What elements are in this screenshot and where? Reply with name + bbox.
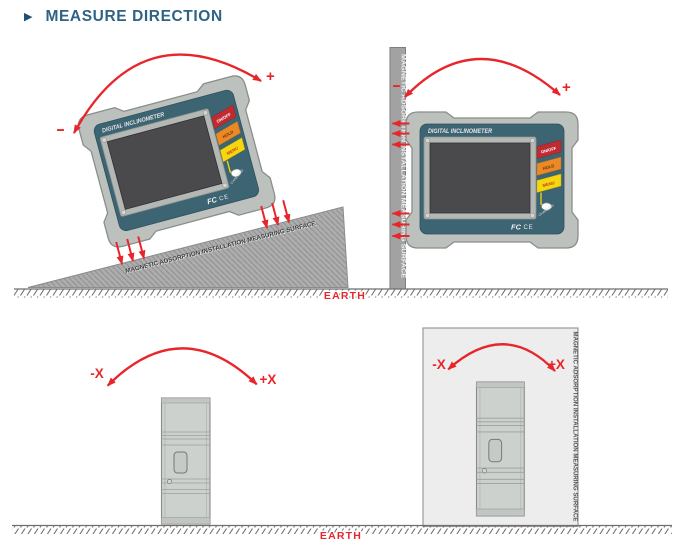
free-standing-cabinet — [160, 397, 211, 525]
plus-label: + — [562, 79, 571, 96]
plus-label: + — [266, 68, 275, 85]
plus-x-label: +X — [548, 357, 565, 372]
tilted-inclinometer — [75, 72, 278, 251]
minus-x-label: -X — [90, 366, 104, 381]
lower-ground: EARTH — [12, 524, 672, 544]
rotation-arc — [404, 57, 561, 98]
ground-hatching — [12, 526, 672, 534]
page-title: MEASURE DIRECTION — [45, 8, 223, 25]
vertical-surface-diagram: MAGNETIC ADSORPTION INSTALLATION MEASURI… — [389, 47, 579, 290]
rotation-arc — [447, 343, 556, 372]
plus-x-label: +X — [260, 372, 277, 387]
plate-mounted-cabinet — [475, 381, 525, 517]
minus-x-label: -X — [432, 357, 446, 372]
rotation-arc — [106, 347, 258, 387]
header: ▶ MEASURE DIRECTION — [24, 8, 223, 26]
cabinet-on-plate-diagram: MAGNETIC ADSORPTION INSTALLATION MEASURI… — [422, 327, 579, 528]
surface-label-bar: MAGNETIC ADSORPTION INSTALLATION MEASURI… — [400, 54, 407, 278]
upper-ground: EARTH — [14, 288, 668, 304]
inclined-surface-diagram: MAGNETIC ADSORPTION INSTALLATION MEASURI… — [27, 53, 349, 288]
minus-label: - — [56, 121, 65, 138]
ground-hatching — [14, 289, 668, 298]
cabinet-free-standing-diagram: -X +X — [90, 347, 277, 525]
adsorption-arrows-down — [115, 200, 291, 265]
surface-label-plate: MAGNETIC ADSORPTION INSTALLATION MEASURI… — [572, 332, 579, 522]
adsorption-arrows-left — [391, 120, 410, 240]
minus-label: - — [392, 77, 401, 94]
rotation-arc — [72, 53, 262, 134]
bullet-icon: ▶ — [24, 10, 33, 23]
earth-label: EARTH — [320, 530, 362, 542]
wall-mounted-inclinometer — [405, 111, 579, 249]
earth-label: EARTH — [324, 290, 366, 302]
